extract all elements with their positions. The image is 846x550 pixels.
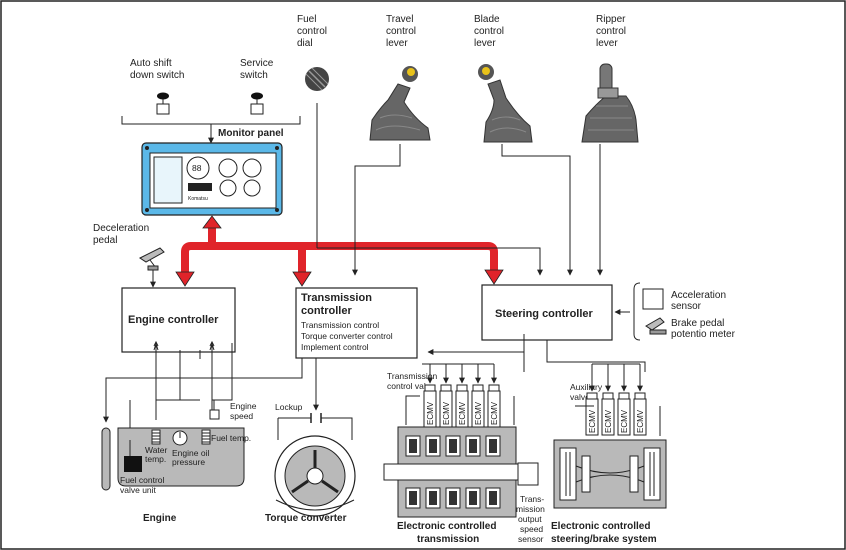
svg-text:Engine oil: Engine oil [172, 448, 209, 458]
acceleration-sensor: Acceleration sensor [642, 288, 726, 312]
monitor-panel: 88 Komatsu [141, 142, 283, 216]
transmission-label-1: Electronic controlled [397, 521, 496, 532]
svg-text:Lockup: Lockup [275, 402, 303, 412]
svg-text:valve unit: valve unit [120, 485, 157, 495]
svg-text:Fuel temp.: Fuel temp. [211, 433, 251, 443]
engine-controller-label: Engine controller [128, 314, 219, 326]
svg-text:lever: lever [596, 38, 618, 49]
monitor-digits: 88 [192, 163, 202, 173]
svg-text:Transmission: Transmission [301, 292, 372, 304]
transmission-block [383, 426, 525, 518]
switch-bracket [121, 116, 301, 125]
ecmv-valve [585, 398, 599, 436]
svg-text:control: control [596, 26, 626, 37]
ecmv-label: ECMV [490, 401, 499, 425]
ecmv-valve [633, 398, 647, 436]
svg-text:switch: switch [240, 70, 268, 81]
svg-text:Blade: Blade [474, 14, 500, 25]
trans-output-speed-sensor: Trans- mission output speed sensor [516, 462, 545, 544]
ecmv-label: ECMV [474, 401, 483, 425]
ecmv-label: ECMV [458, 401, 467, 425]
service-switch: Service switch [240, 58, 274, 115]
svg-text:Acceleration: Acceleration [671, 290, 726, 301]
svg-text:Ripper: Ripper [596, 14, 626, 25]
can-bus [181, 226, 498, 274]
ripper-control-lever: Ripper control lever [581, 14, 639, 143]
blade-control-lever: Blade control lever [474, 14, 533, 143]
svg-text:Service: Service [240, 58, 274, 69]
svg-text:sensor: sensor [671, 301, 702, 312]
svg-text:Water: Water [145, 445, 168, 455]
engine-controller [121, 287, 236, 353]
ecmv-label: ECMV [442, 401, 451, 425]
transmission-ecmv-group: ECMV ECMV ECMV ECMV ECMV [422, 363, 501, 428]
torque-converter-label: Torque converter [265, 513, 347, 524]
svg-text:control: control [297, 26, 327, 37]
monitor-brand: Komatsu [188, 196, 208, 202]
svg-text:lever: lever [386, 38, 408, 49]
svg-text:pedal: pedal [93, 235, 117, 246]
ecmv-label: ECMV [604, 409, 613, 433]
travel-control-lever: Travel control lever [369, 14, 431, 141]
brake-pedal-sensor: Brake pedal potentio meter [645, 317, 736, 340]
signal-lines [199, 103, 646, 372]
steering-label-1: Electronic controlled [551, 521, 650, 532]
svg-text:Engine: Engine [230, 401, 257, 411]
svg-text:sensor: sensor [518, 534, 544, 544]
svg-text:Transmission control: Transmission control [301, 320, 379, 330]
svg-text:control: control [386, 26, 416, 37]
svg-text:Brake pedal: Brake pedal [671, 318, 724, 329]
svg-text:Deceleration: Deceleration [93, 223, 149, 234]
transmission-label-2: transmission [417, 534, 479, 545]
svg-text:Implement control: Implement control [301, 342, 369, 352]
svg-text:Fuel: Fuel [297, 14, 316, 25]
deceleration-pedal: Deceleration pedal [93, 223, 165, 271]
auto-shift-switch: Auto shift down switch [130, 58, 184, 115]
ecmv-valve [601, 398, 615, 436]
aux-valve-label-1: Auxiliary [570, 382, 603, 392]
steering-label-2: steering/brake system [551, 534, 657, 545]
svg-text:Trans-: Trans- [520, 494, 544, 504]
svg-text:pressure: pressure [172, 457, 205, 467]
tcv-label-2: control valve [387, 381, 435, 391]
svg-text:temp.: temp. [145, 454, 166, 464]
svg-text:potentio meter: potentio meter [671, 329, 736, 340]
svg-text:Fuel control: Fuel control [120, 475, 165, 485]
steering-controller [481, 284, 613, 341]
ecmv-label: ECMV [588, 409, 597, 433]
torque-converter: Lockup [274, 358, 356, 517]
sensor-bracket [633, 282, 641, 341]
engine-speed-sensor: Engine speed [209, 400, 257, 421]
svg-text:down switch: down switch [130, 70, 184, 81]
bus-arrowheads [175, 215, 504, 287]
svg-text:dial: dial [297, 38, 313, 49]
aux-valve-label-2: valve [570, 392, 590, 402]
ecmv-label: ECMV [426, 401, 435, 425]
svg-text:speed: speed [230, 411, 253, 421]
svg-text:speed: speed [520, 524, 543, 534]
engine-block: Water temp. Engine oil pressure Fuel tem… [101, 427, 251, 495]
svg-text:control: control [474, 26, 504, 37]
monitor-panel-label: Monitor panel [218, 128, 284, 139]
svg-text:output: output [518, 514, 542, 524]
ecmv-valve [617, 398, 631, 436]
svg-text:controller: controller [301, 305, 352, 317]
svg-text:Auto shift: Auto shift [130, 58, 172, 69]
svg-text:Torque converter control: Torque converter control [301, 331, 393, 341]
steering-controller-label: Steering controller [495, 308, 594, 320]
tcv-label-1: Transmission [387, 371, 437, 381]
fuel-control-dial: Fuel control dial [297, 14, 329, 91]
steering-ecmv-group: ECMV ECMV ECMV ECMV [585, 363, 647, 436]
transmission-controller [295, 287, 418, 359]
steering-brake-block [553, 439, 667, 509]
svg-text:Travel: Travel [386, 14, 413, 25]
ecmv-label: ECMV [636, 409, 645, 433]
svg-text:lever: lever [474, 38, 496, 49]
svg-text:mission: mission [516, 504, 545, 514]
ecmv-label: ECMV [620, 409, 629, 433]
engine-label: Engine [143, 513, 177, 524]
